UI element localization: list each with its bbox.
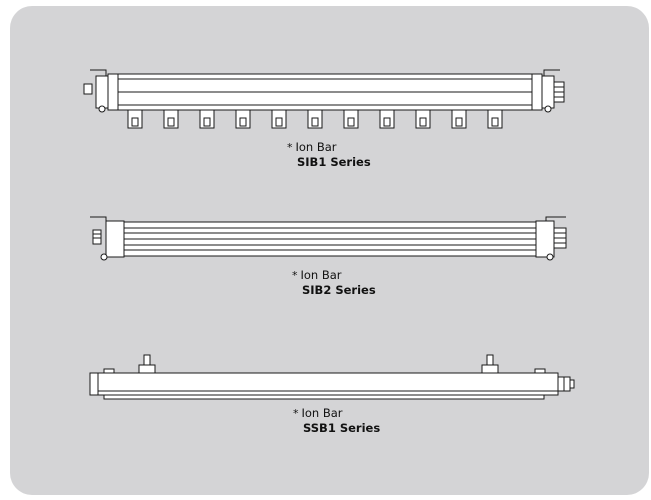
ssb1-ion-bar-drawing <box>89 354 575 400</box>
caption-series: SIB2 Series <box>302 283 376 297</box>
caption-label: Ion Bar <box>300 268 342 282</box>
caption-ssb1: *Ion Bar SSB1 Series <box>293 406 493 436</box>
caption-label: Ion Bar <box>301 406 343 420</box>
caption-bullet: * <box>287 141 293 154</box>
sib1-ion-bar-drawing <box>83 69 565 129</box>
caption-series: SIB1 Series <box>297 155 371 169</box>
caption-sib1: *Ion Bar SIB1 Series <box>287 140 487 170</box>
caption-label: Ion Bar <box>295 140 337 154</box>
caption-bullet: * <box>292 269 298 282</box>
sib2-ion-bar-drawing <box>90 216 567 261</box>
caption-bullet: * <box>293 407 299 420</box>
caption-series: SSB1 Series <box>303 421 381 435</box>
caption-sib2: *Ion Bar SIB2 Series <box>292 268 492 298</box>
sib1-emitters <box>127 109 503 129</box>
